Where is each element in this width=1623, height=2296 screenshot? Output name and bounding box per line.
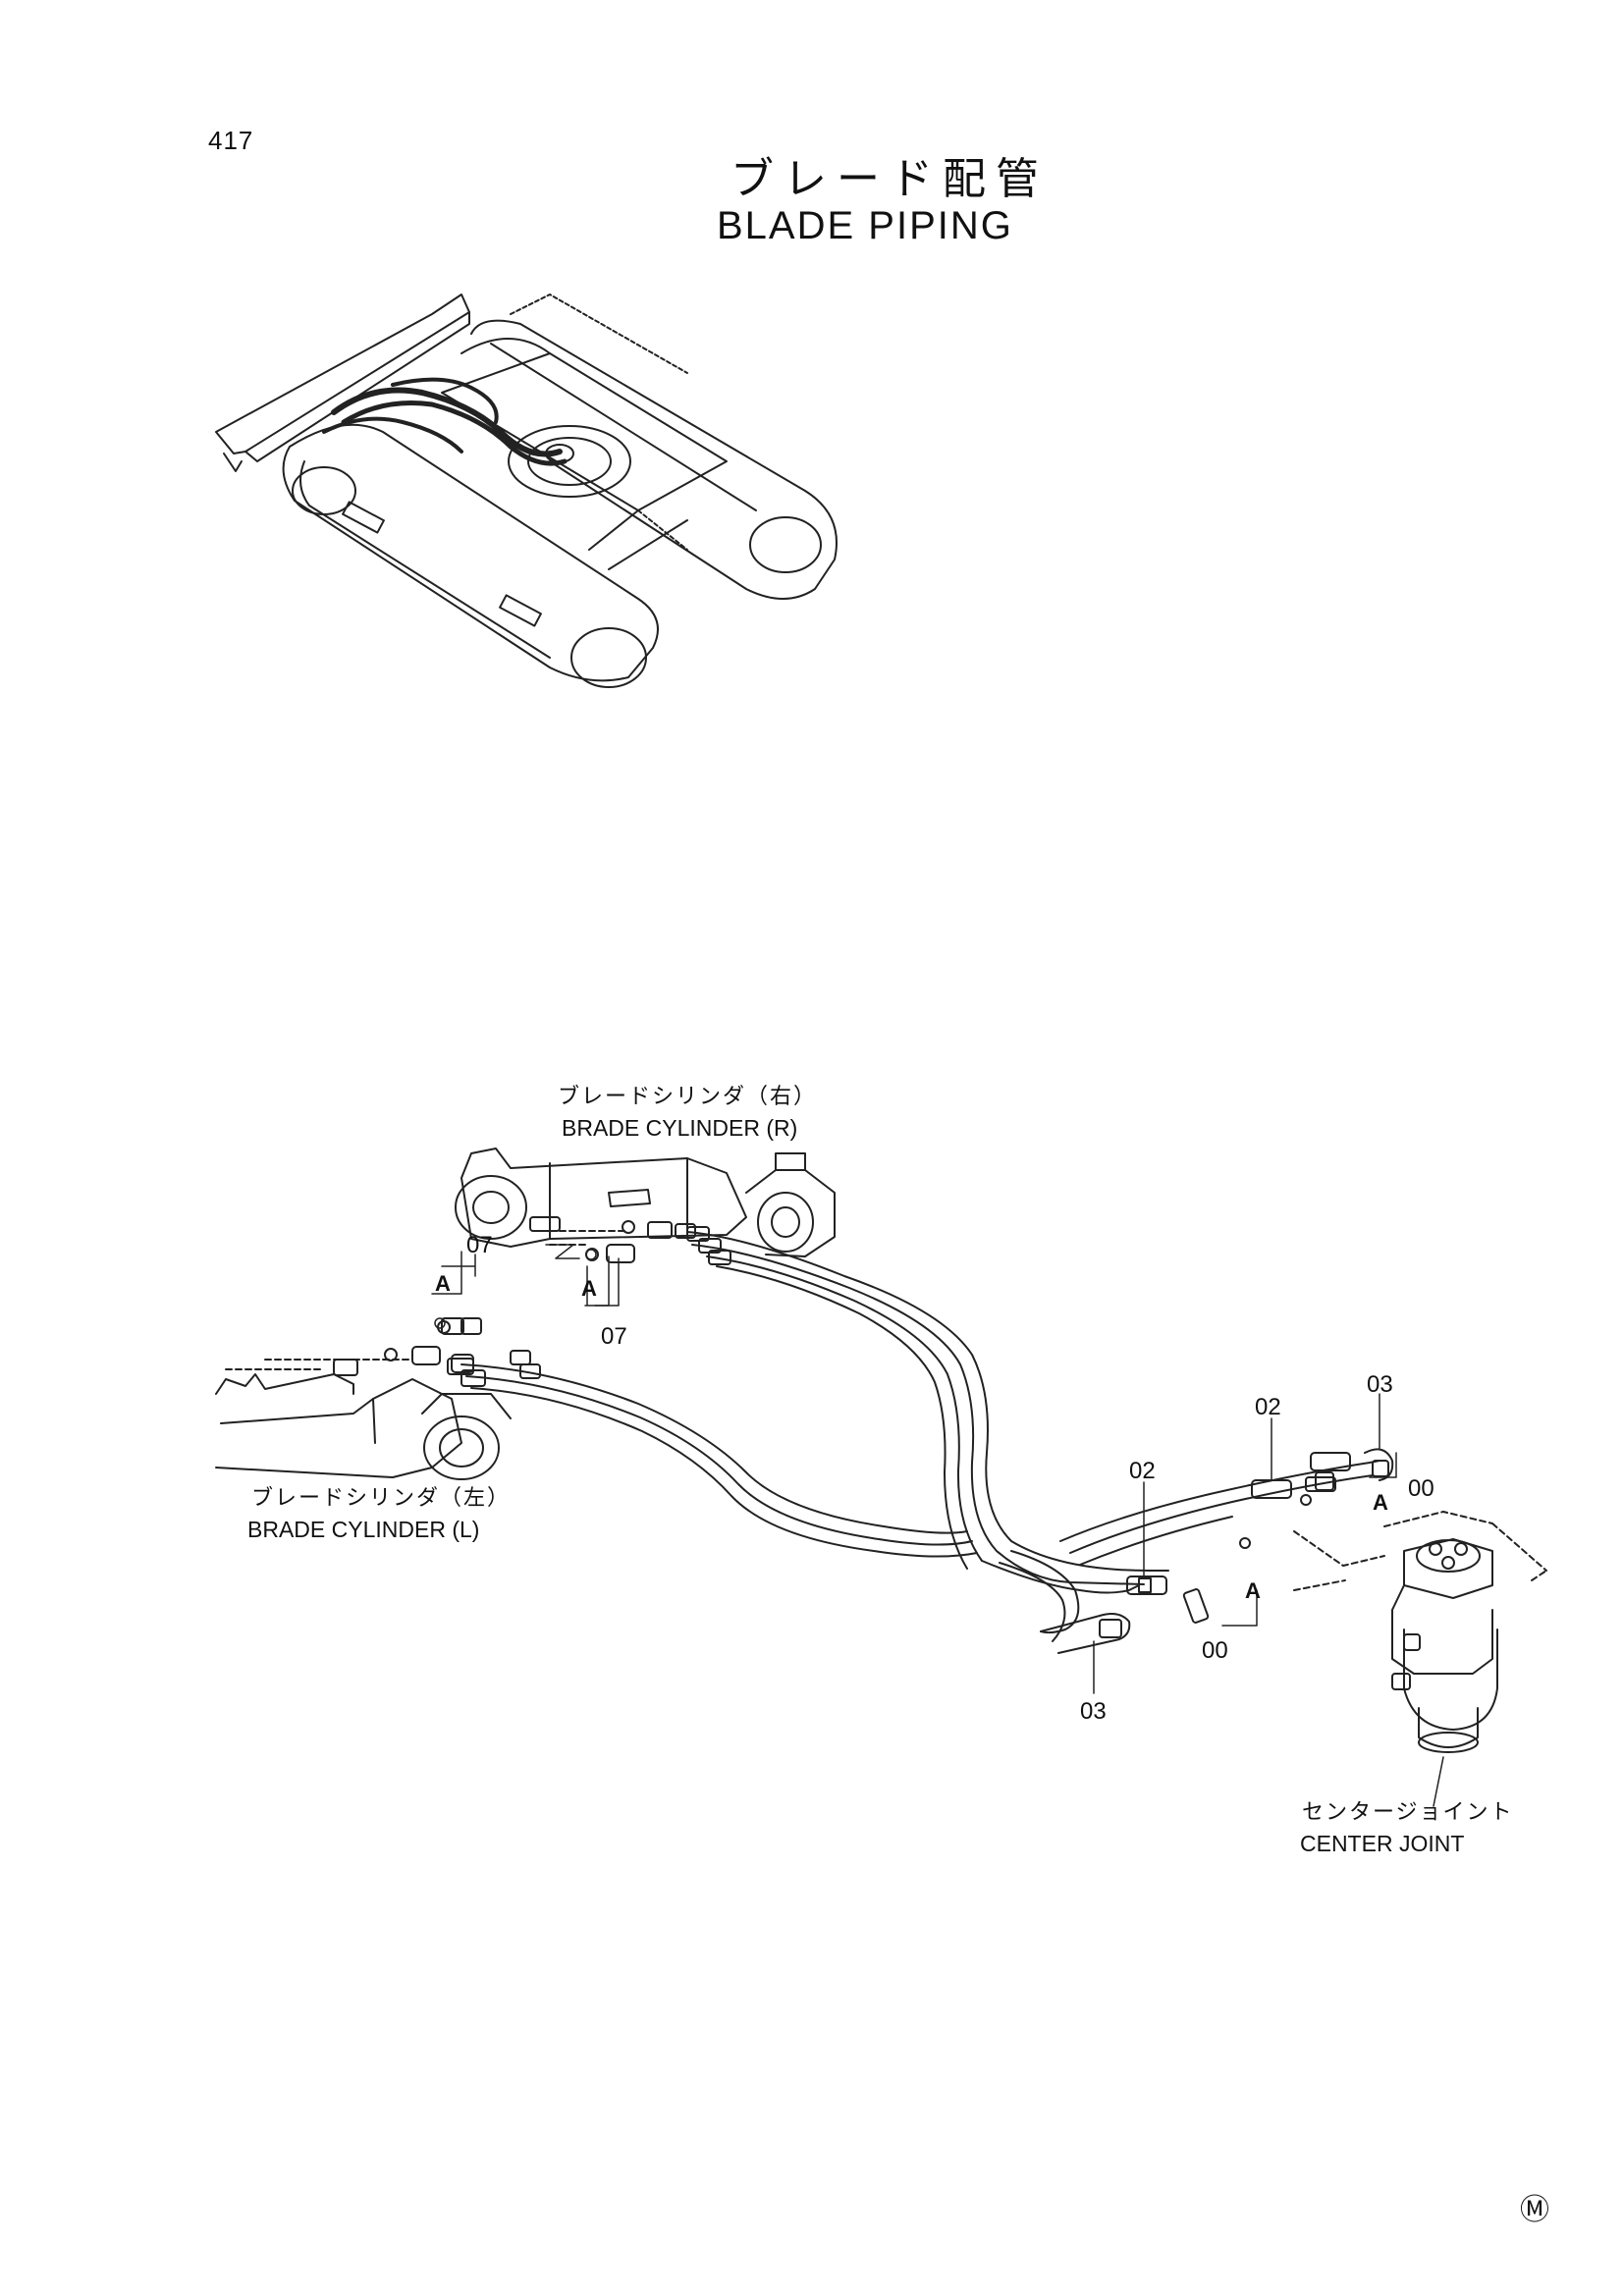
undercarriage-overview [215, 294, 838, 688]
callout-lines [1093, 1393, 1397, 1694]
center-joint [1293, 1511, 1547, 1807]
callout-02-left: 02 [1129, 1458, 1156, 1484]
callout-a-right-2: A [1245, 1578, 1261, 1603]
page-title-jp: ブレード配管 [730, 154, 1049, 204]
callout-a-right-1: A [1373, 1490, 1388, 1515]
hose-bundle [460, 1231, 1380, 1642]
label-cylinder-l-en: BRADE CYLINDER (L) [247, 1517, 480, 1542]
callout-a-left-2: A [581, 1276, 597, 1301]
page-number: 417 [208, 126, 254, 155]
callout-00-lower: 00 [1202, 1637, 1228, 1664]
label-cylinder-r-en: BRADE CYLINDER (R) [562, 1115, 798, 1141]
callout-03-lower: 03 [1080, 1698, 1107, 1725]
left-cylinder [215, 1359, 512, 1480]
callout-07-lower: 07 [601, 1323, 627, 1350]
label-center-joint-jp: センタージョイント [1302, 1800, 1514, 1825]
callout-lines-left [431, 1249, 610, 1329]
callout-07-upper: 07 [466, 1232, 493, 1258]
callout-a-left-1: A [435, 1271, 451, 1296]
hose-fittings [447, 1226, 731, 1387]
manufacturer-mark: Ⓜ [1520, 2194, 1549, 2226]
callout-00-upper: 00 [1408, 1475, 1434, 1502]
right-cylinder [455, 1148, 836, 1257]
callout-02-right: 02 [1255, 1394, 1281, 1420]
callout-03-upper: 03 [1367, 1371, 1393, 1398]
label-cylinder-l-jp: ブレードシリンダ（左） [251, 1486, 512, 1511]
label-center-joint-en: CENTER JOINT [1300, 1831, 1465, 1856]
label-cylinder-r-jp: ブレードシリンダ（右） [558, 1085, 818, 1109]
center-fittings [1040, 1448, 1394, 1654]
page-title-en: BLADE PIPING [717, 204, 1013, 247]
